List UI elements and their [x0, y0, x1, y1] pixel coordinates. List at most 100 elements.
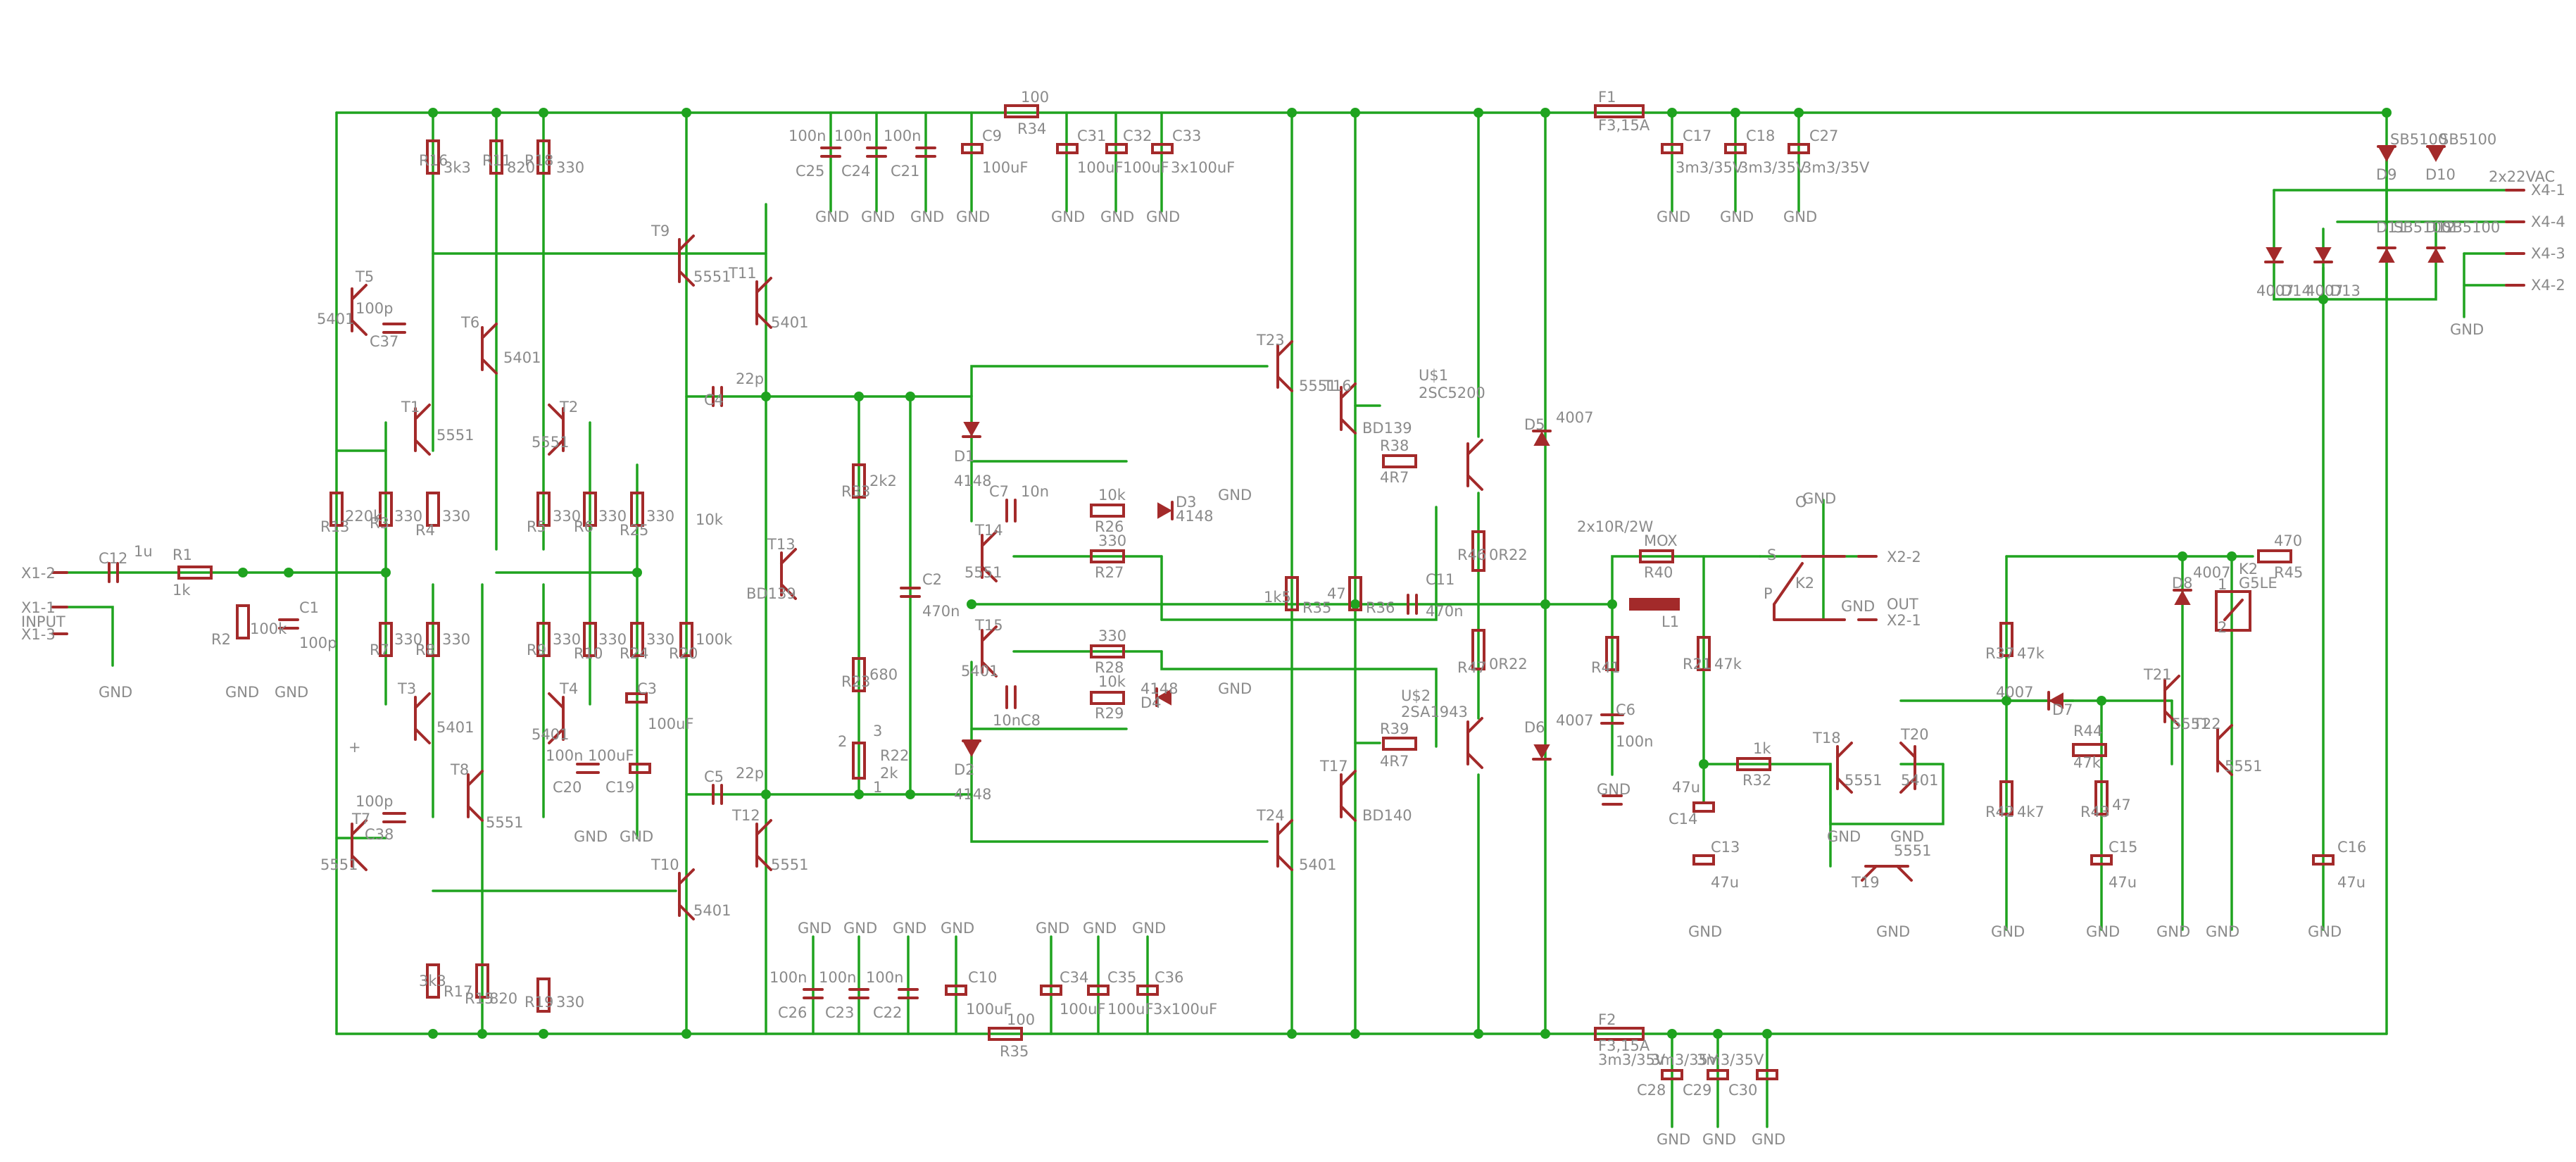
- label-c21: C21: [891, 163, 919, 180]
- gnd-label-t20: GND: [1890, 828, 1924, 845]
- value-r21: 47k: [1714, 656, 1742, 673]
- label-r4: R4: [415, 522, 435, 539]
- label-d8: D8: [2172, 575, 2193, 592]
- label-d2: D2: [954, 761, 975, 778]
- value-d5: 4007: [1556, 409, 1593, 426]
- label-c32: C32: [1123, 127, 1152, 144]
- gnd-label-c34: GND: [1036, 920, 1069, 937]
- value-c31: 100uF: [1077, 159, 1123, 176]
- k2-pin-s: S: [1767, 546, 1776, 563]
- gnd-label-c30: GND: [1752, 1131, 1785, 1148]
- value-c14: 47u: [1672, 779, 1700, 796]
- relay-coil-symbol: [2215, 590, 2251, 632]
- label-c28: C28: [1637, 1082, 1666, 1099]
- label-x4-3: X4-3: [2531, 245, 2565, 262]
- label-c35: C35: [1107, 969, 1136, 986]
- value-r9: 330: [553, 631, 581, 648]
- label-r41: R41: [1591, 659, 1620, 676]
- gnd-label-c33: GND: [1146, 208, 1180, 225]
- label-t6: T6: [460, 314, 479, 331]
- label-r27: R27: [1095, 564, 1124, 581]
- label-x2-1: X2-1: [1887, 612, 1921, 629]
- relay-coil-slash: [2223, 599, 2244, 621]
- resistor-symbols: [177, 104, 2292, 1041]
- gnd-label-c17: GND: [1657, 208, 1690, 225]
- label-r40: R40: [1644, 564, 1673, 581]
- label-r21: R21: [1683, 656, 1711, 673]
- gnd-label-bridge: GND: [2450, 321, 2484, 338]
- value-r24: 330: [646, 631, 674, 648]
- label-r2: R2: [211, 631, 231, 648]
- label-r11: R11: [482, 152, 511, 169]
- value-r34: 100: [1021, 89, 1049, 106]
- label-u2: U$2: [1401, 687, 1431, 704]
- value-c7: 10n: [1021, 483, 1049, 500]
- value-r19: 330: [556, 994, 584, 1011]
- value-d7: 4007: [1996, 684, 2033, 701]
- label-x4-4: X4-4: [2531, 213, 2565, 230]
- value-r4: 330: [442, 508, 470, 525]
- value-d10: SB5100: [2439, 131, 2496, 148]
- labels: X1-2 X1-1 INPUT X1-3 GND C12 1u R1 1k R2…: [21, 89, 2565, 1148]
- label-u1: U$1: [1419, 367, 1448, 384]
- label-c33: C33: [1172, 127, 1201, 144]
- label-c38: C38: [365, 826, 394, 843]
- value-r23: 680: [869, 666, 898, 683]
- label-c27: C27: [1809, 127, 1838, 144]
- label-r38: R38: [1380, 437, 1409, 454]
- label-t20: T20: [1900, 726, 1929, 743]
- value-c5: 22p: [736, 765, 764, 782]
- label-c9: C9: [982, 127, 1002, 144]
- label-r45: R45: [2274, 564, 2303, 581]
- label-c29: C29: [1683, 1082, 1711, 1099]
- value-t1: 5551: [436, 427, 474, 444]
- gnd-label-c10: GND: [941, 920, 974, 937]
- label-c7: C7: [989, 483, 1009, 500]
- value-d2: 4148: [954, 786, 991, 803]
- gnd-label-d3: GND: [1218, 487, 1252, 504]
- value-t12: 5551: [771, 856, 808, 873]
- value-r8: 330: [442, 631, 470, 648]
- value-t22: 5551: [2225, 758, 2262, 775]
- value-t18: 5551: [1845, 772, 1882, 789]
- value-t4: 5401: [532, 726, 569, 743]
- label-r18: R18: [524, 152, 553, 169]
- label-t10: T10: [651, 856, 679, 873]
- value-t10: 5401: [693, 902, 731, 919]
- value-c37: 100p: [356, 300, 393, 317]
- label-r3: R3: [370, 515, 389, 532]
- component-symbols: [51, 104, 2525, 1080]
- gnd-label-c13: GND: [1688, 923, 1722, 940]
- label-r25: R25: [620, 522, 648, 539]
- value-r1k5: 1k5: [1264, 589, 1291, 606]
- value-d1: 4148: [954, 473, 991, 489]
- pot-pin-1: 1: [873, 779, 882, 796]
- label-t8: T8: [450, 761, 469, 778]
- gnd-label-c29: GND: [1702, 1131, 1736, 1148]
- label-d1: D1: [954, 448, 975, 465]
- value-t19: 5551: [1894, 842, 1931, 859]
- relay-pin-2: 2: [2218, 619, 2227, 636]
- label-c11: C11: [1426, 571, 1455, 588]
- label-r29: R29: [1095, 705, 1124, 722]
- label-x1-1: X1-1: [21, 599, 56, 616]
- gnd-label-input: GND: [99, 684, 132, 701]
- value-r26: 10k: [1098, 487, 1126, 504]
- label-r9: R9: [527, 642, 546, 658]
- label-r16: R16: [419, 152, 448, 169]
- label-c5: C5: [704, 768, 724, 785]
- value-r25: 330: [646, 508, 674, 525]
- value-r11: 820: [507, 159, 535, 176]
- relay-pin-1: 1: [2218, 576, 2227, 593]
- gnd-label-c1: GND: [275, 684, 308, 701]
- label-c6: C6: [1616, 701, 1635, 718]
- label-c1: C1: [299, 599, 319, 616]
- value-c32: 100uF: [1123, 159, 1169, 176]
- value-r6: 330: [598, 508, 627, 525]
- value-c4: 22p: [736, 370, 764, 387]
- value-r16: 3k3: [444, 159, 471, 176]
- value-r15: 820: [489, 990, 517, 1007]
- value-f2: F3,15A: [1598, 1037, 1650, 1054]
- value-t3: 5401: [436, 719, 474, 736]
